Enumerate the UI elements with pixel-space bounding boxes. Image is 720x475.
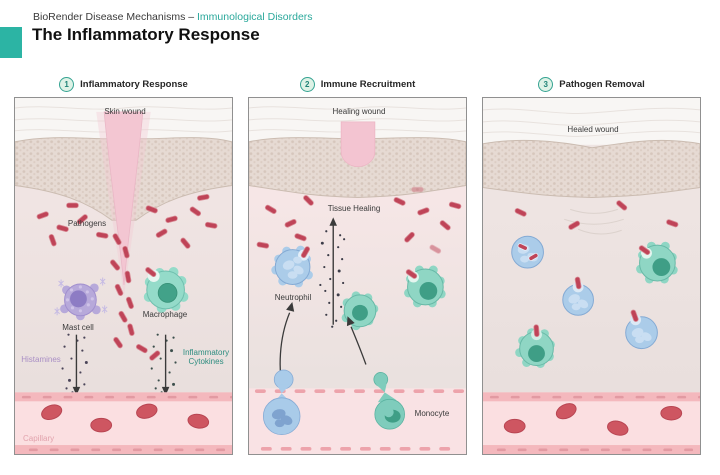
capillary-illustration xyxy=(15,392,232,454)
macrophage-center-illustration xyxy=(341,291,379,331)
neutrophil-illustration xyxy=(271,245,313,288)
red-blood-cells xyxy=(503,403,683,436)
mast-cell-illustration xyxy=(54,277,108,321)
pathogen-cluster xyxy=(514,200,679,230)
label-cytokines: Inflammatory Cytokines xyxy=(182,348,230,367)
label-mast-cell: Mast cell xyxy=(62,323,94,332)
scar-ripples xyxy=(564,208,624,235)
panel-1-illustration xyxy=(15,98,232,454)
macrophage-1-illustration xyxy=(636,241,678,284)
label-healing-wound: Healing wound xyxy=(332,107,386,116)
neutrophil-3-illustration xyxy=(625,309,658,350)
panel-2-title: Immune Recruitment xyxy=(320,78,416,90)
panel-1-canvas: Skin wound Pathogens Mast cell Macrophag… xyxy=(14,97,233,455)
panel-inflammatory-response: 1 Inflammatory Response xyxy=(14,76,233,455)
panel-1-title: Inflammatory Response xyxy=(80,78,188,90)
breadcrumb-prefix: BioRender Disease Mechanisms – xyxy=(33,11,197,23)
panel-3-canvas: Healed wound xyxy=(482,97,701,455)
macrophage-illustration xyxy=(143,267,189,313)
accent-square xyxy=(0,27,22,58)
label-histamines: Histamines xyxy=(21,355,61,364)
degranulation-sparkles xyxy=(54,277,108,316)
neutrophil-2-illustration xyxy=(562,276,594,316)
histamine-arrow xyxy=(61,333,88,396)
breadcrumb-link[interactable]: Immunological Disorders xyxy=(197,11,313,23)
step-3-badge: 3 xyxy=(538,76,554,92)
label-macrophage: Macrophage xyxy=(142,310,188,319)
tissue-healing-arrow xyxy=(319,217,346,328)
wound-illustration xyxy=(96,111,151,297)
monocyte-illustration xyxy=(373,372,405,430)
neutrophil-1-illustration xyxy=(511,235,544,269)
label-capillary: Capillary xyxy=(23,434,55,443)
pathogen-cluster xyxy=(256,186,462,261)
macrophage-2-illustration xyxy=(515,324,555,368)
neutrophil-transmigration xyxy=(262,369,301,436)
panel-2-canvas: Healing wound Tissue Healing Neutrophil … xyxy=(248,97,467,455)
page-title: The Inflammatory Response xyxy=(32,25,260,44)
step-1-badge: 1 xyxy=(59,76,75,92)
skin-surface xyxy=(483,98,700,145)
panel-3-illustration xyxy=(483,98,700,454)
epidermis-band xyxy=(483,139,700,198)
pathogen-cluster xyxy=(36,194,218,361)
panel-immune-recruitment: 2 Immune Recruitment xyxy=(248,76,467,455)
label-pathogens: Pathogens xyxy=(67,219,107,228)
label-tissue-healing: Tissue Healing xyxy=(327,204,381,213)
label-healed-wound: Healed wound xyxy=(567,125,619,134)
panel-3-title: Pathogen Removal xyxy=(559,78,645,90)
panel-2-illustration xyxy=(249,98,466,454)
panel-2-header: 2 Immune Recruitment xyxy=(248,76,467,92)
panel-3-header: 3 Pathogen Removal xyxy=(482,76,701,92)
red-blood-cells xyxy=(41,403,210,433)
capillary-illustration xyxy=(483,392,700,454)
label-monocyte: Monocyte xyxy=(414,409,450,418)
recruitment-arrows xyxy=(279,302,367,403)
label-neutrophil: Neutrophil xyxy=(274,293,312,302)
macrophage-right-illustration xyxy=(404,265,446,308)
step-2-badge: 2 xyxy=(299,76,315,92)
cytokine-arrow xyxy=(150,333,177,396)
label-skin-wound: Skin wound xyxy=(104,107,146,116)
breadcrumb: BioRender Disease Mechanisms – Immunolog… xyxy=(33,11,313,23)
panel-1-header: 1 Inflammatory Response xyxy=(14,76,233,92)
panel-pathogen-removal: 3 Pathogen Removal xyxy=(482,76,701,455)
mast-cell-granules xyxy=(65,285,94,313)
healing-wound-plug xyxy=(340,121,376,168)
epidermis-band xyxy=(249,137,466,198)
